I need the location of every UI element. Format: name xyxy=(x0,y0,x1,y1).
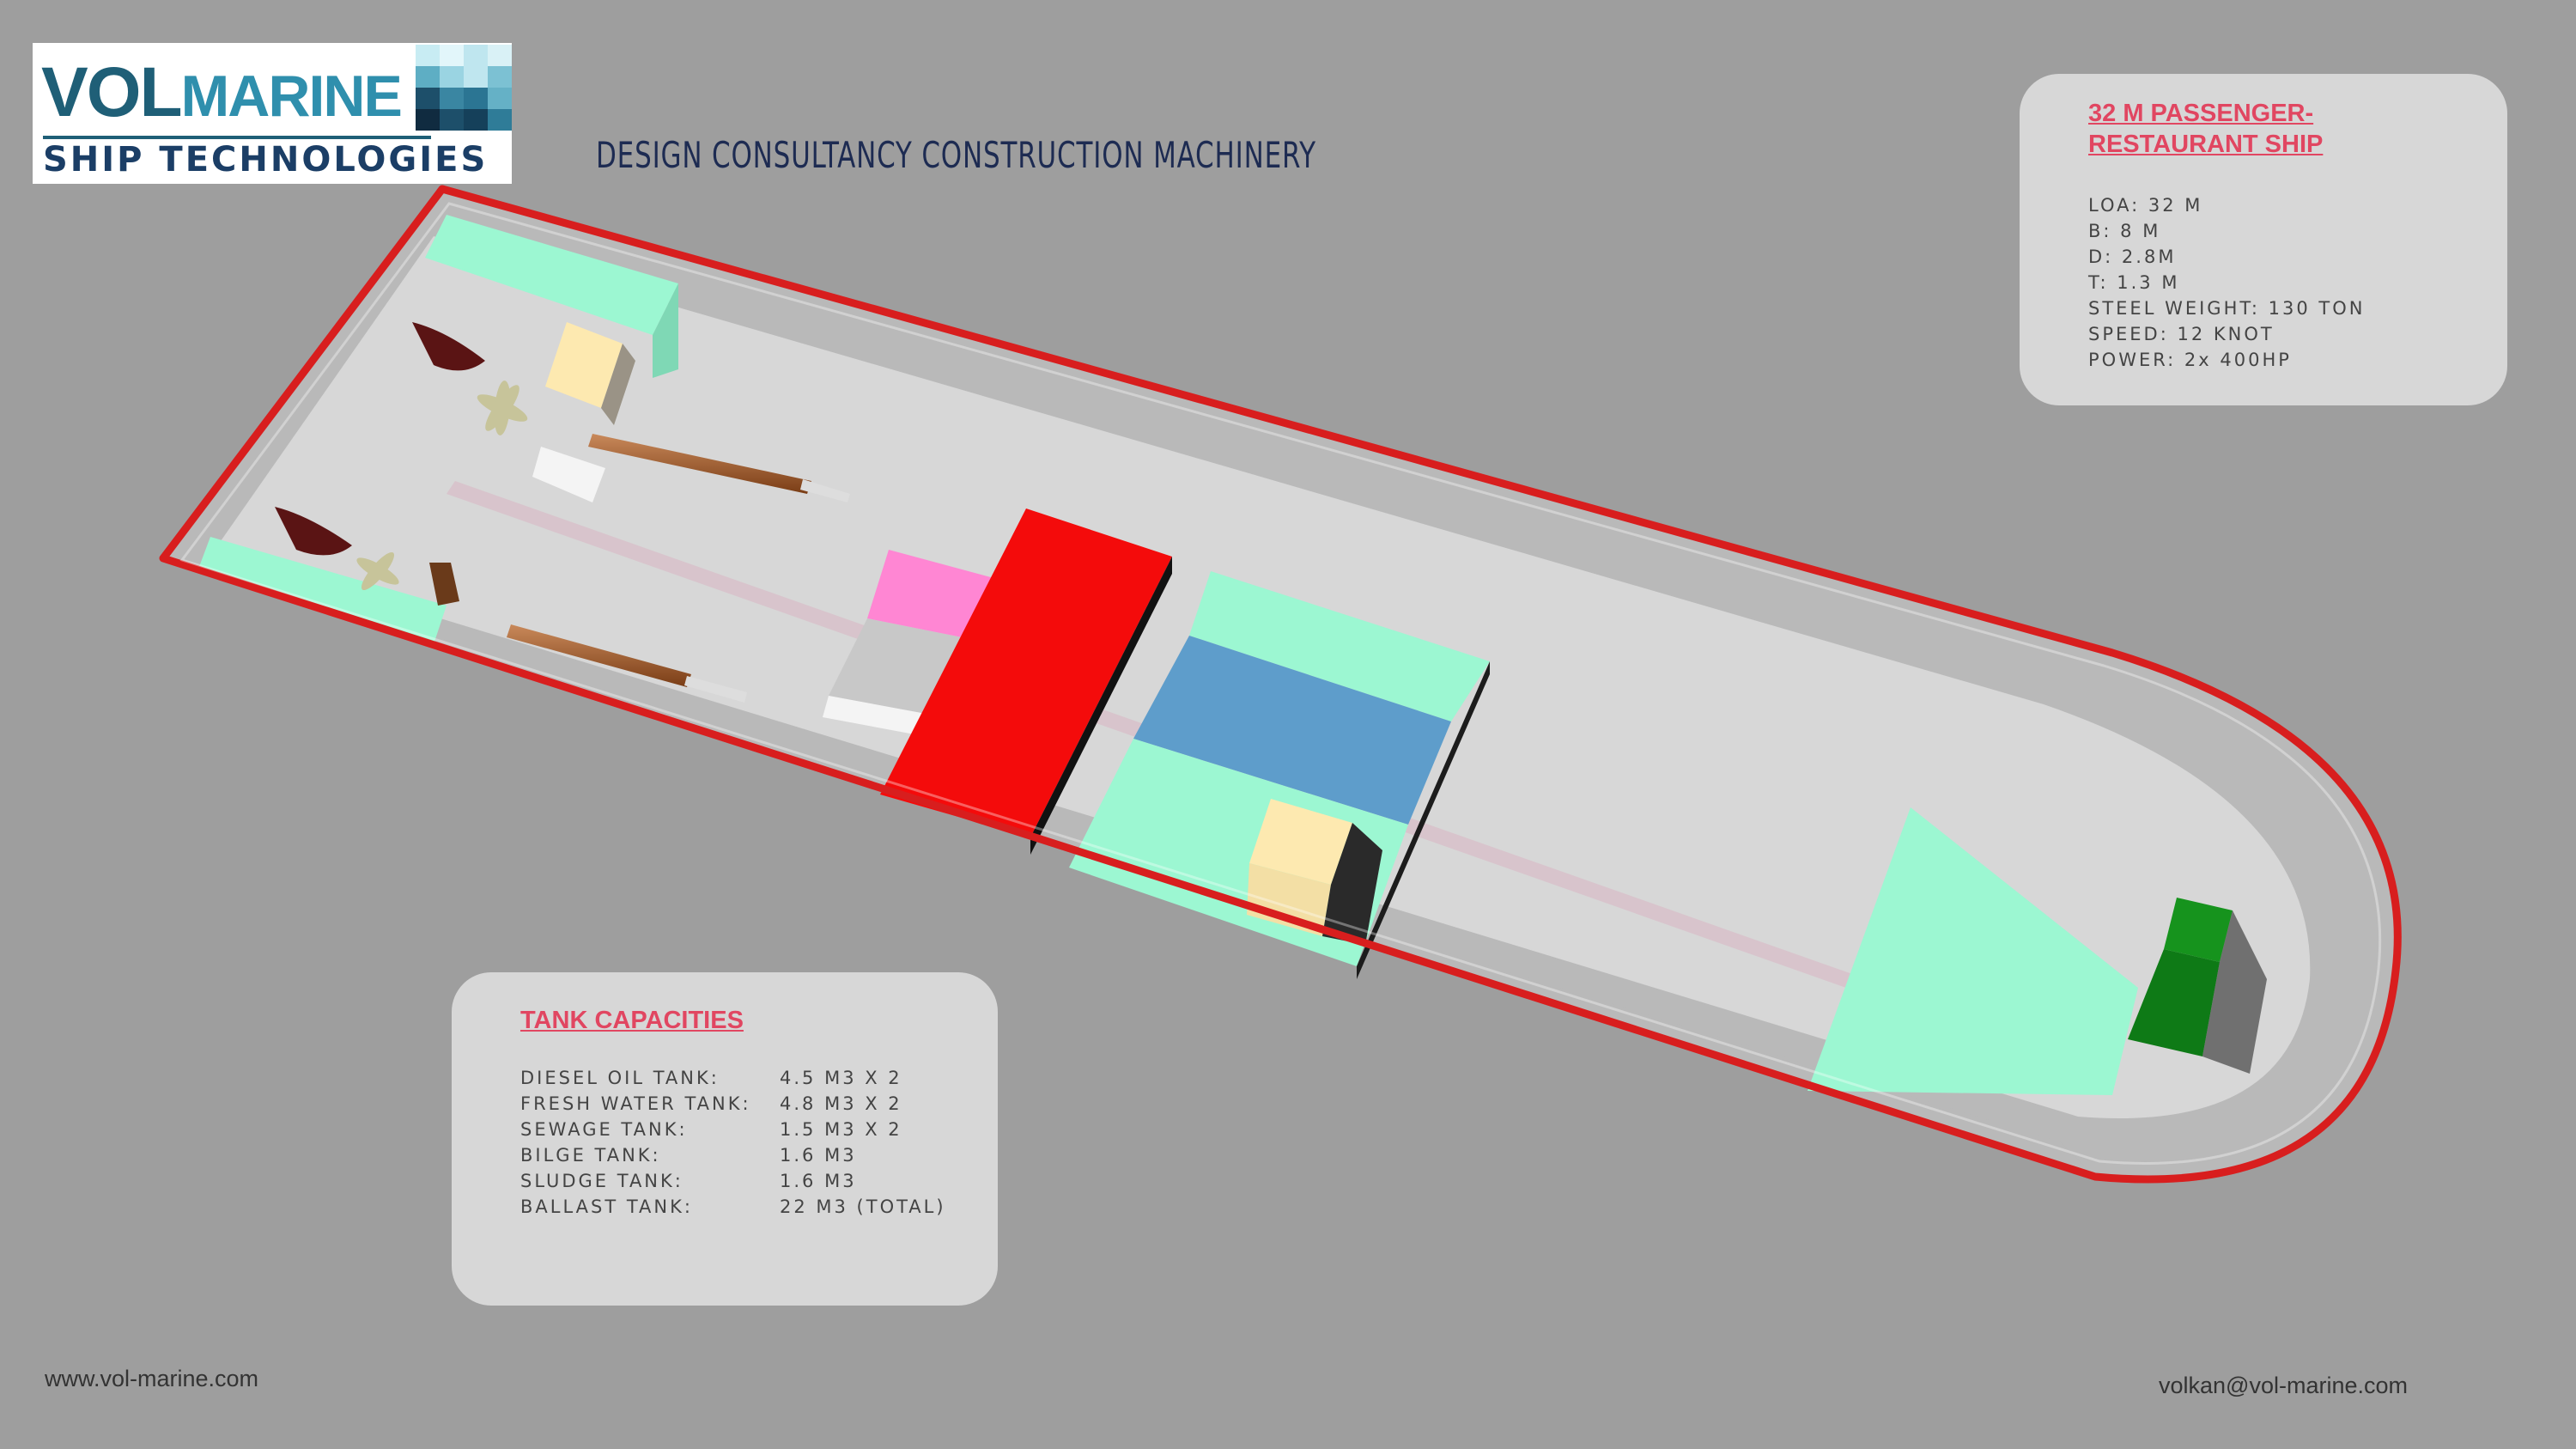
tank-row: FRESH WATER TANK: 4.8 M3 X 2 xyxy=(520,1091,946,1117)
generator-aft-base xyxy=(532,447,605,502)
services-tagline: DESIGN CONSULTANCY CONSTRUCTION MACHINER… xyxy=(596,134,1316,176)
tank-name: FRESH WATER TANK: xyxy=(520,1093,751,1114)
diesel-oil-tank-side xyxy=(1030,557,1172,855)
tank-row: BILGE TANK: 1.6 M3 xyxy=(520,1142,946,1168)
tank-name: BILGE TANK: xyxy=(520,1145,661,1166)
rudder-upper xyxy=(412,322,485,371)
spec-depth: D: 2.8M xyxy=(2088,247,2177,267)
spec-power: POWER: 2x 400HP xyxy=(2088,350,2292,370)
shaft-lower xyxy=(507,624,691,687)
ballast-tank-mid-top xyxy=(1189,571,1490,721)
tank-row: SEWAGE TANK: 1.5 M3 X 2 xyxy=(520,1117,946,1142)
tank-name: BALLAST TANK: xyxy=(520,1196,693,1217)
spec-loa: LOA: 32 M xyxy=(2088,195,2203,216)
spec-steel-weight: STEEL WEIGHT: 130 TON xyxy=(2088,298,2366,319)
generator-fwd-front xyxy=(1247,863,1331,936)
tank-name: SLUDGE TANK: xyxy=(520,1171,683,1191)
fresh-water-tank xyxy=(1133,636,1451,825)
spec-beam: B: 8 M xyxy=(2088,221,2161,241)
shaft-lower-coupling xyxy=(684,676,747,703)
propeller-upper xyxy=(477,381,528,435)
tank-row: SLUDGE TANK: 1.6 M3 xyxy=(520,1168,946,1194)
tank-value: 4.8 M3 X 2 xyxy=(780,1093,902,1114)
ballast-tank-fwd xyxy=(1807,807,2138,1095)
company-logo: VOLMARINE SHIP TECHNOLOGIES xyxy=(33,43,512,184)
ballast-tank-aft-upper-side xyxy=(653,283,678,378)
ship-specs-list: LOA: 32 M B: 8 M D: 2.8M T: 1.3 M STEEL … xyxy=(2088,192,2365,373)
tank-row: DIESEL OIL TANK: 4.5 M3 X 2 xyxy=(520,1065,946,1091)
tank-name: SEWAGE TANK: xyxy=(520,1119,688,1140)
tank-value: 1.5 M3 X 2 xyxy=(780,1119,902,1140)
hull-outline xyxy=(159,185,2402,1184)
propeller-lower xyxy=(356,551,399,591)
logo-divider xyxy=(43,136,431,139)
sewage-tank-base-front xyxy=(823,696,945,739)
logo-mosaic-icon xyxy=(416,45,512,131)
tank-capacities-list: DIESEL OIL TANK: 4.5 M3 X 2 FRESH WATER T… xyxy=(520,1065,946,1220)
tank-capacities-title: TANK CAPACITIES xyxy=(520,1007,744,1034)
website-link[interactable]: www.vol-marine.com xyxy=(45,1366,259,1391)
generator-aft-top xyxy=(545,322,623,408)
bow-thruster-top xyxy=(2164,898,2233,962)
email-link[interactable]: volkan@vol-marine.com xyxy=(2159,1373,2408,1398)
generator-fwd-shadow xyxy=(1322,823,1382,945)
logo-wordmark-vol: VOL xyxy=(41,53,183,131)
rudder-lower xyxy=(275,507,352,556)
shaft-upper-coupling xyxy=(800,479,850,502)
tank-value: 22 M3 (TOTAL) xyxy=(780,1196,946,1217)
shaft-upper xyxy=(588,434,811,494)
logo-tagline: SHIP TECHNOLOGIES xyxy=(43,140,489,180)
bow-thruster-front xyxy=(2128,949,2220,1056)
ship-specs-title: 32 M PASSENGER-RESTAURANT SHIP xyxy=(2088,100,2324,158)
sewage-tank xyxy=(867,550,1000,640)
tank-value: 4.5 M3 X 2 xyxy=(780,1068,902,1088)
tank-value: 1.6 M3 xyxy=(780,1145,857,1166)
tank-name: DIESEL OIL TANK: xyxy=(520,1068,720,1088)
diesel-oil-tank-top xyxy=(880,508,1172,837)
spec-draft: T: 1.3 M xyxy=(2088,272,2180,293)
ship-specs-panel: 32 M PASSENGER-RESTAURANT SHIP LOA: 32 M… xyxy=(2020,74,2507,405)
ballast-tank-mid-edge xyxy=(1357,661,1490,979)
spec-speed: SPEED: 12 KNOT xyxy=(2088,324,2275,344)
logo-wordmark-marine: MARINE xyxy=(180,64,403,129)
logo-wordmark: VOLMARINE xyxy=(41,50,403,139)
rudder-small xyxy=(429,563,459,606)
tank-row: BALLAST TANK: 22 M3 (TOTAL) xyxy=(520,1194,946,1220)
tank-value: 1.6 M3 xyxy=(780,1171,857,1191)
tank-capacities-panel: TANK CAPACITIES DIESEL OIL TANK: 4.5 M3 X… xyxy=(452,972,998,1306)
generator-fwd-top xyxy=(1249,799,1352,885)
generator-aft-side xyxy=(601,344,635,425)
hull-outline-inner xyxy=(179,202,2382,1165)
ballast-tank-aft-lower xyxy=(197,537,447,644)
bow-thruster-shadow xyxy=(2202,910,2267,1074)
ballast-tank-aft-upper xyxy=(425,215,678,335)
